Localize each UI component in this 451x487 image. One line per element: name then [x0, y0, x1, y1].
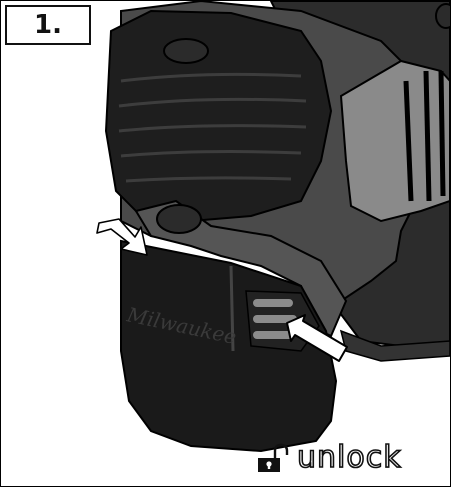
unlocked-padlock-icon: [258, 443, 289, 472]
upper-housing: [104, 9, 333, 223]
screw-boss-top: [163, 38, 209, 64]
screw-boss-side: [156, 204, 202, 234]
step-number-label: 1.: [34, 10, 62, 40]
vent-window: [339, 59, 450, 223]
unlock-text: unlock: [296, 440, 402, 475]
press-arrow: [286, 314, 348, 362]
step-number: 1.: [5, 5, 91, 45]
slide-arrow: [96, 218, 148, 256]
unlock-status: unlock: [255, 440, 402, 475]
screw-boss-right: [435, 3, 450, 29]
